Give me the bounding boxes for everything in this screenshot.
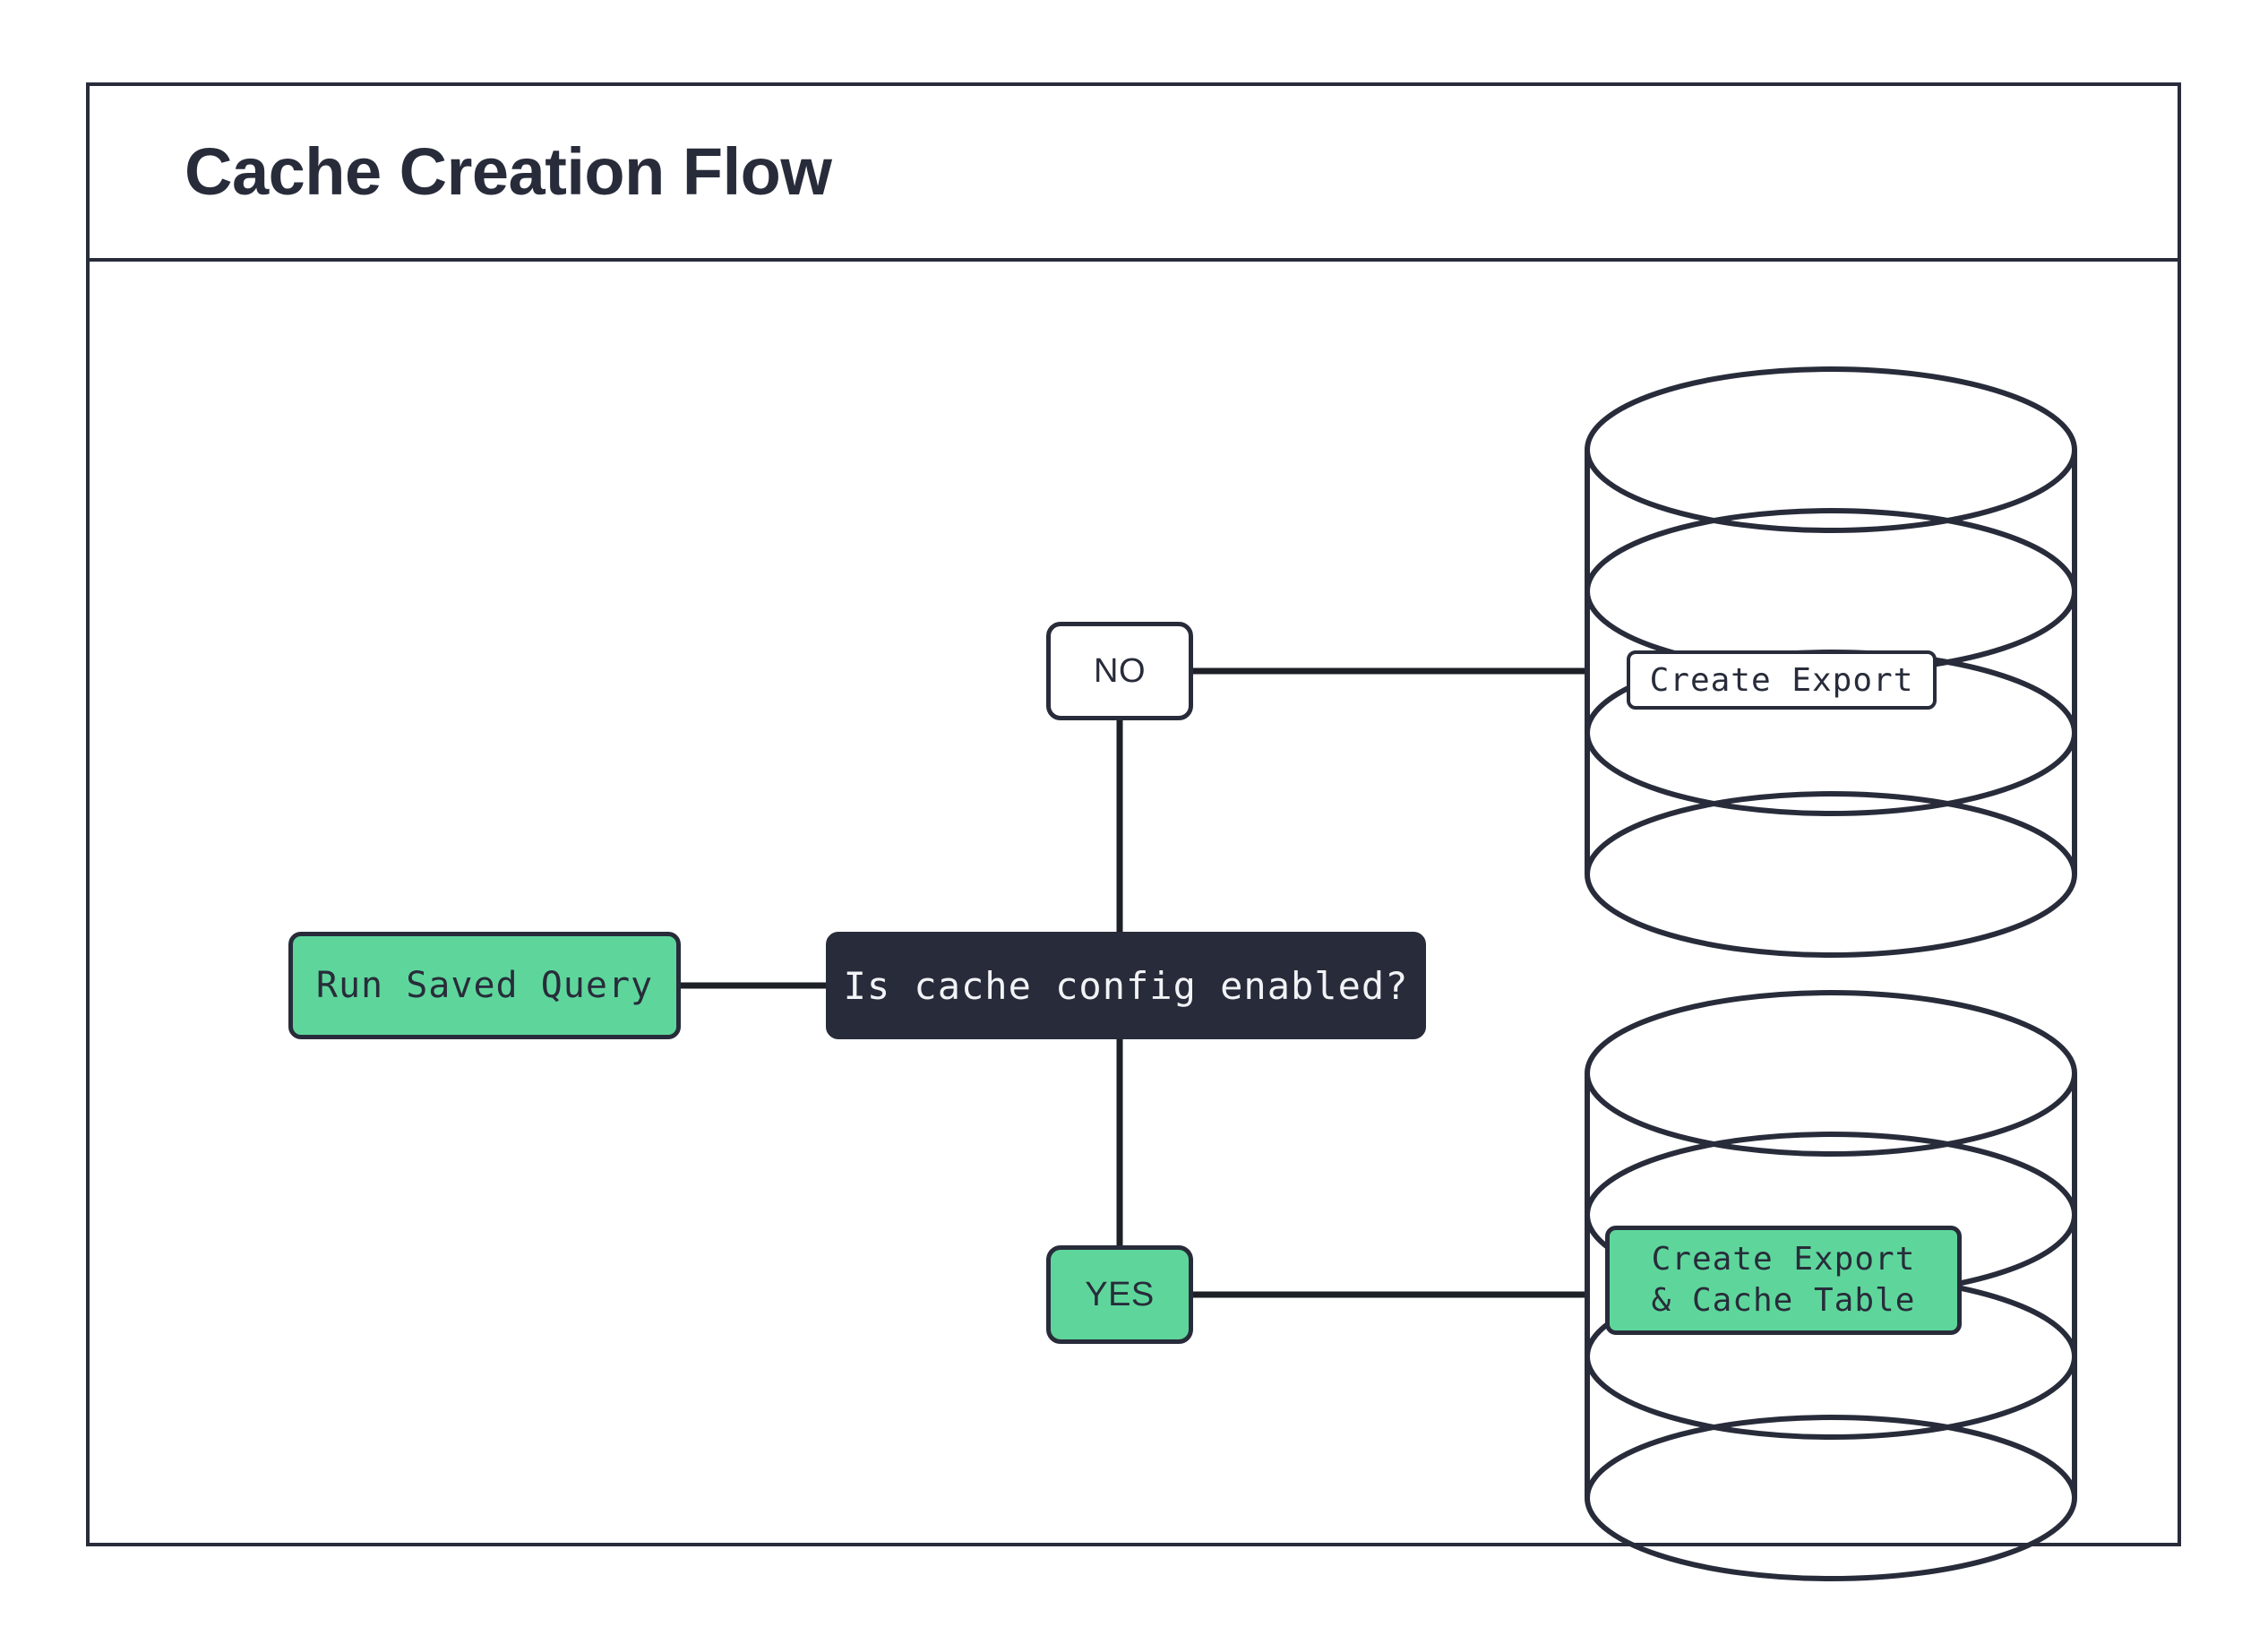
diagram-canvas: Run Saved Query Is cache config enabled?…	[90, 262, 2178, 1581]
diagram-header: Cache Creation Flow	[90, 86, 2178, 262]
node-label-create-export-cache[interactable]: Create Export & Cache Table	[1605, 1226, 1962, 1335]
cylinder-body-lower	[1585, 990, 2077, 1581]
label-line-1: Create Export	[1651, 1240, 1916, 1278]
page-title: Cache Creation Flow	[185, 134, 832, 209]
node-run-saved-query[interactable]: Run Saved Query	[288, 932, 681, 1039]
node-decision-cache-config[interactable]: Is cache config enabled?	[826, 932, 1426, 1039]
branch-label-yes[interactable]: YES	[1046, 1245, 1193, 1344]
db-cylinder-export	[1585, 366, 2077, 958]
diagram-frame: Cache Creation Flow	[86, 82, 2181, 1581]
label-line-2: & Cache Table	[1651, 1282, 1916, 1319]
db-cylinder-export-cache	[1585, 990, 2077, 1581]
connector-layer	[681, 667, 1587, 1298]
node-label-create-export[interactable]: Create Export	[1627, 650, 1937, 710]
cylinder-body-upper	[1585, 366, 2077, 958]
branch-label-no[interactable]: NO	[1046, 622, 1193, 720]
